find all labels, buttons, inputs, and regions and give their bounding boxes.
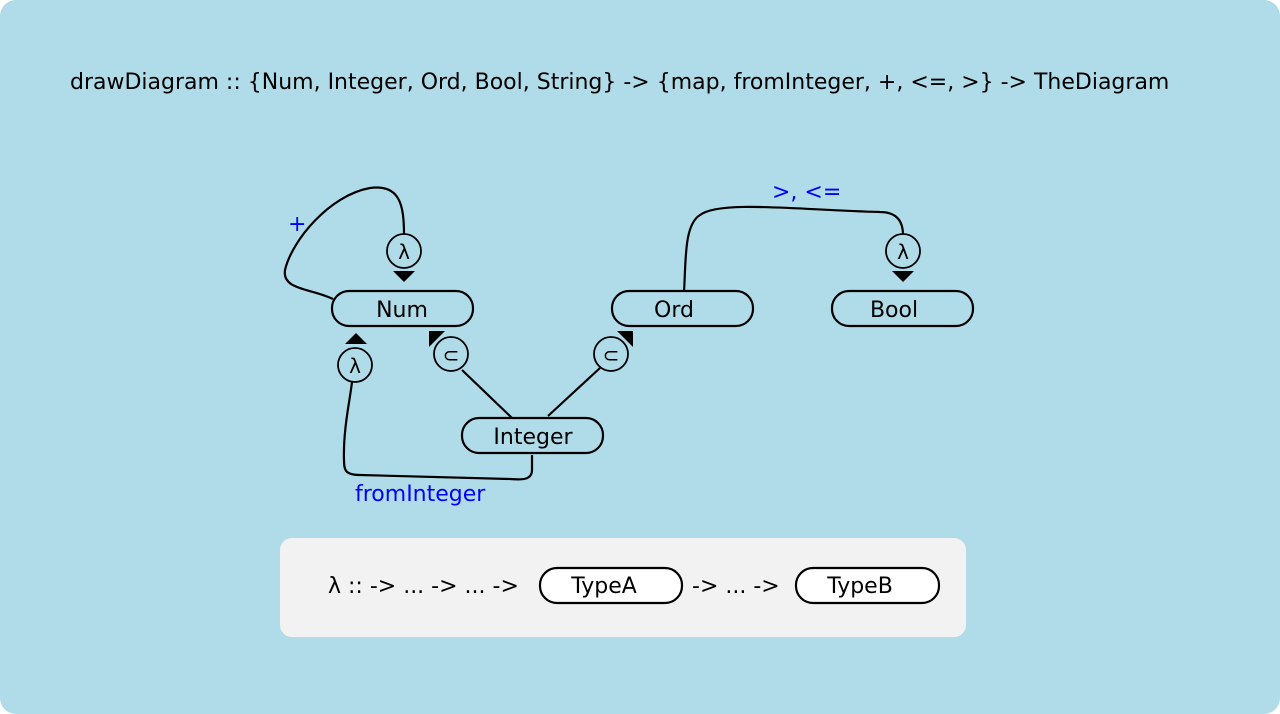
type-signature: drawDiagram :: {Num, Integer, Ord, Bool,…: [70, 70, 1170, 95]
svg-text:λ: λ: [897, 240, 909, 264]
edge-from-integer: [342, 381, 534, 481]
edge-compare: [682, 205, 905, 293]
node-num: Num: [330, 289, 475, 328]
arrow-down-icon: [892, 271, 914, 282]
arrow-down-icon: [393, 271, 415, 282]
svg-text:Bool: Bool: [870, 298, 918, 323]
subset-marker-ord: ⊂: [593, 331, 633, 372]
svg-text:Ord: Ord: [654, 298, 694, 323]
edge-integer-num: [461, 369, 513, 419]
edge-plus-loop: [283, 186, 406, 300]
svg-text:Integer: Integer: [493, 425, 573, 450]
svg-text:⊂: ⊂: [443, 343, 460, 367]
svg-text:TypeA: TypeA: [570, 574, 637, 599]
arrow-corner-icon: [429, 331, 445, 347]
arrow-up-icon: [345, 333, 367, 344]
svg-text:λ: λ: [398, 240, 410, 264]
node-bool: Bool: [830, 289, 975, 328]
label-from-integer: fromInteger: [355, 482, 486, 507]
subset-marker-num: ⊂: [429, 331, 469, 372]
arrow-corner-icon: [617, 331, 633, 347]
legend-prefix: λ :: -> ... -> ... ->: [328, 574, 519, 599]
lambda-marker-compare: λ: [885, 233, 921, 282]
legend-middle: -> ... ->: [692, 574, 780, 599]
lambda-marker-plus: λ: [386, 233, 422, 282]
svg-text:Num: Num: [376, 298, 428, 323]
lambda-marker-from-integer: λ: [337, 333, 373, 383]
node-integer: Integer: [460, 416, 605, 455]
svg-text:⊂: ⊂: [603, 343, 620, 367]
label-plus: +: [288, 212, 306, 237]
svg-text:λ: λ: [349, 354, 361, 378]
edge-integer-ord: [547, 367, 601, 417]
node-ord: Ord: [610, 289, 755, 328]
label-compare: >, <=: [772, 180, 841, 205]
legend-type-b: TypeB: [794, 566, 941, 605]
legend-type-a: TypeA: [538, 566, 684, 605]
svg-text:TypeB: TypeB: [826, 574, 893, 599]
